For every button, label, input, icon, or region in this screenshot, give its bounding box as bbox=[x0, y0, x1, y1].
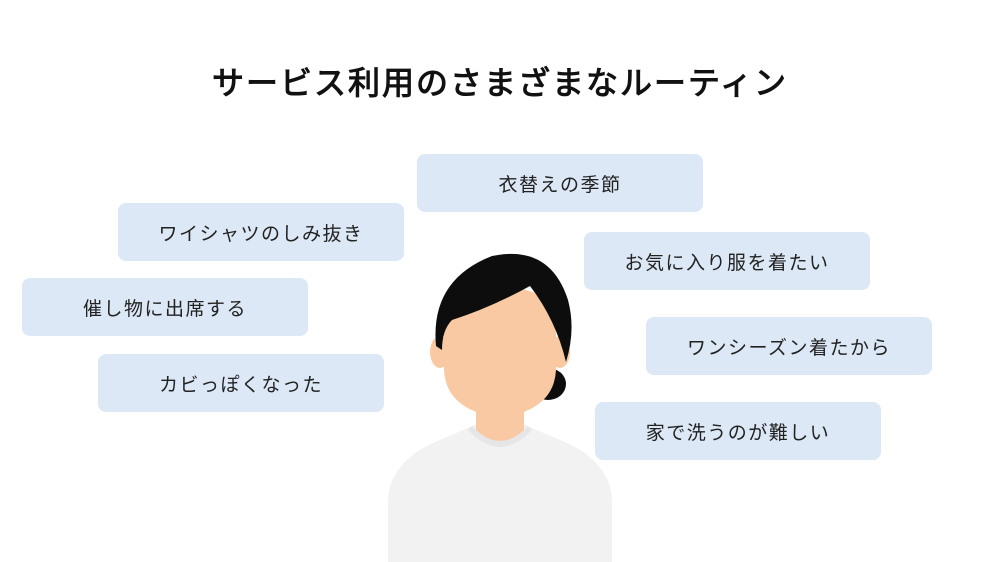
speech-bubble-shirt-stain: ワイシャツのしみ抜き bbox=[118, 203, 404, 261]
face bbox=[444, 286, 556, 418]
hair bbox=[435, 253, 572, 362]
speech-bubble-seasonal-change: 衣替えの季節 bbox=[417, 154, 703, 212]
page-title: サービス利用のさまざまなルーティン bbox=[211, 64, 789, 102]
shirt bbox=[388, 425, 612, 562]
collar bbox=[468, 426, 532, 447]
speech-bubble-worn-one-season: ワンシーズン着たから bbox=[646, 317, 932, 375]
speech-bubble-favorite-clothes: お気に入り服を着たい bbox=[584, 232, 870, 290]
speech-bubble-moldy: カビっぽくなった bbox=[98, 354, 384, 412]
speech-bubble-hard-to-wash: 家で洗うのが難しい bbox=[595, 402, 881, 460]
speech-bubble-attend-event: 催し物に出席する bbox=[22, 278, 308, 336]
person-illustration bbox=[388, 253, 612, 562]
